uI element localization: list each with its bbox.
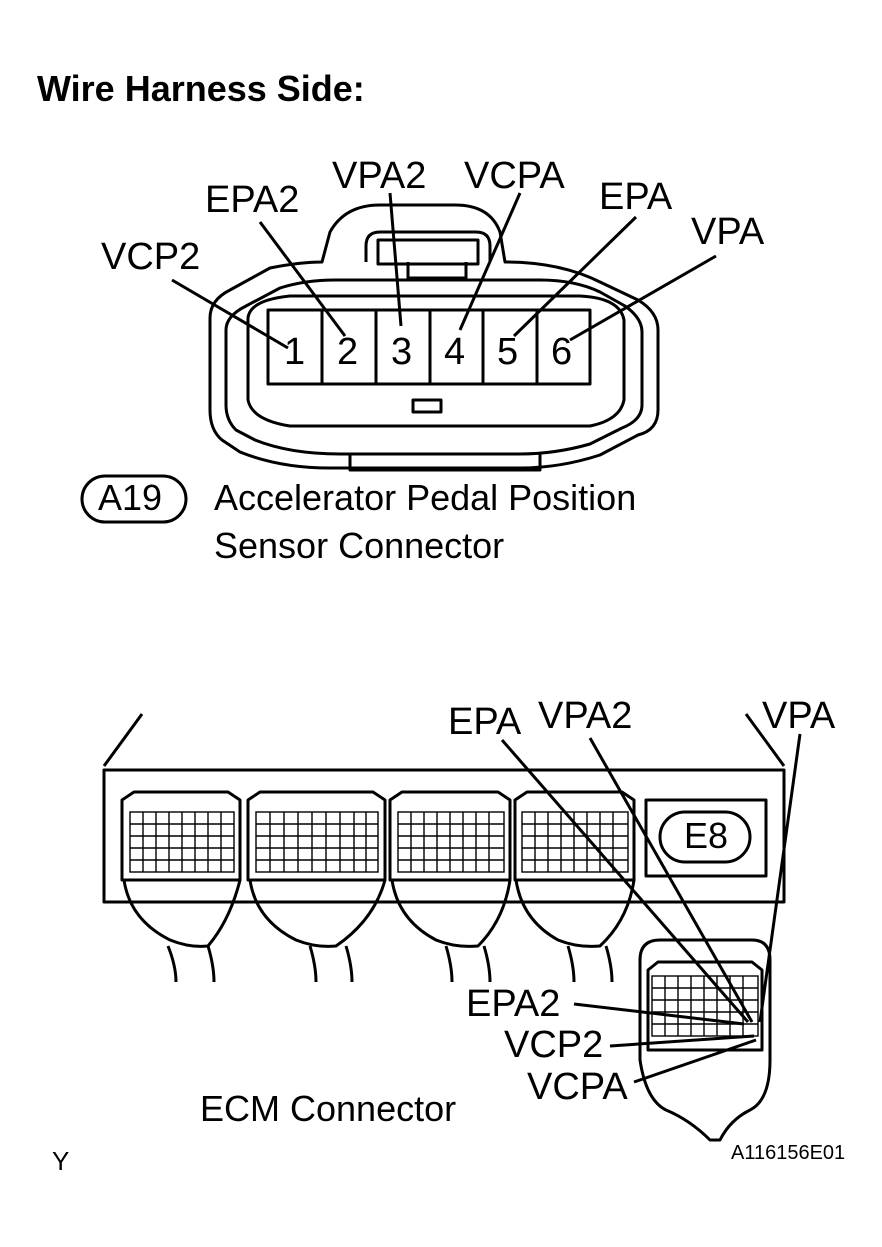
pin-label-vpa2: VPA2 [332, 155, 427, 197]
pin-number-4: 4 [444, 331, 466, 373]
pin-label-vcpa: VCPA [464, 155, 565, 197]
grid-4 [521, 811, 629, 873]
leader-ecm-vcpa [633, 1038, 757, 1084]
leader-vcp2 [171, 278, 289, 350]
connector-description-line2: Sensor Connector [214, 525, 505, 566]
ecm-socket-4 [513, 790, 636, 882]
leader-epa2 [258, 221, 347, 337]
leader-epa [512, 215, 638, 338]
connector-code: A19 [98, 477, 163, 518]
ecm-connector-label: ECM Connector [200, 1088, 457, 1129]
pin-label-epa2: EPA2 [205, 179, 300, 221]
ecm-label-vcp2: VCP2 [504, 1024, 604, 1066]
grid-3 [397, 811, 505, 873]
ecm-socket-grids [129, 811, 759, 1037]
ecm-socket-3 [388, 790, 512, 882]
ecm-code: E8 [684, 815, 729, 856]
leader-vpa2 [388, 192, 403, 327]
pin-label-epa: EPA [599, 176, 673, 218]
leader-ecm-vcp2 [609, 1034, 755, 1048]
connector-bottom-tab [348, 454, 542, 472]
ecm-e8-plug [638, 938, 772, 1142]
pin-label-vpa: VPA [691, 211, 765, 253]
ecm-label-vpa2: VPA2 [538, 695, 633, 737]
leader-vcpa [458, 192, 522, 331]
figure-id: A116156E01 [731, 1142, 846, 1164]
ecm-socket-2 [246, 790, 387, 882]
connector-description-line1: Accelerator Pedal Position [214, 477, 637, 518]
page-title: Wire Harness Side: [37, 68, 365, 109]
connector-inner-shell [224, 278, 644, 456]
ecm-label-epa2: EPA2 [466, 983, 561, 1025]
ecm-drawing [102, 713, 786, 1142]
pin-number-1: 1 [284, 331, 306, 373]
leader-ecm-vpa [758, 733, 802, 1023]
ecm-e8-box [644, 798, 768, 878]
ecm-label-vpa: VPA [762, 695, 836, 737]
connector-inner-rim [246, 294, 626, 428]
ecm-chassis [102, 768, 786, 904]
latch-window [376, 238, 480, 266]
grid-1 [129, 811, 235, 873]
ecm-socket-1 [120, 790, 242, 882]
ecm-label-epa: EPA [448, 701, 522, 743]
footer-mark: Y [52, 1146, 70, 1176]
connector-latch [364, 230, 492, 262]
pin-number-6: 6 [551, 331, 573, 373]
ecm-label-vcpa: VCPA [527, 1066, 628, 1108]
leader-ecm-vpa2 [588, 737, 754, 1023]
connector-code-badge [80, 474, 188, 524]
leader-vpa [569, 254, 717, 342]
leader-ecm-epa [500, 739, 750, 1023]
pin-label-vcp2: VCP2 [101, 236, 201, 278]
pin-number-3: 3 [391, 331, 413, 373]
leader-ecm-epa2 [573, 1002, 745, 1026]
pin-number-5: 5 [497, 331, 519, 373]
grid-2 [255, 811, 379, 873]
pin-number-2: 2 [337, 331, 359, 373]
